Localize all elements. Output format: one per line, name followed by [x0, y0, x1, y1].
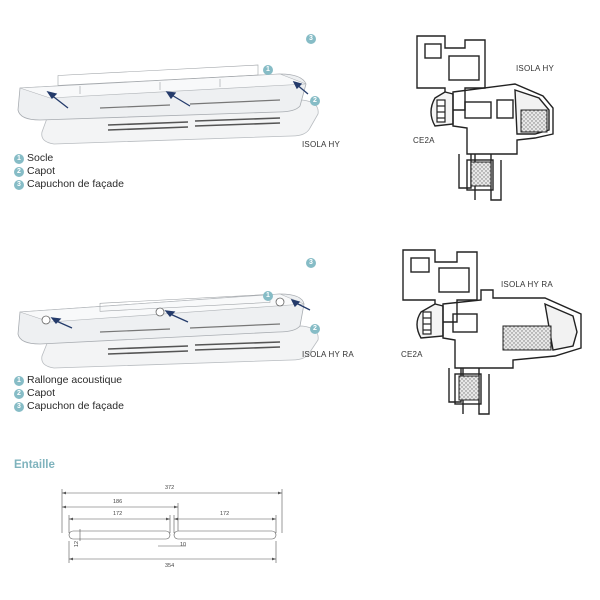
dim-gap: 10 — [180, 542, 187, 548]
callout-badge-1: 1 — [263, 65, 273, 75]
section-1-drawing — [405, 30, 585, 205]
callout-badge-2: 2 — [310, 324, 320, 334]
callout-badge-3: 3 — [306, 258, 316, 268]
section-2-part-label: CE2A — [401, 350, 423, 359]
legend-badge: 3 — [14, 401, 24, 412]
dim-slot-left: 172 — [113, 511, 123, 517]
section-1-profile — [416, 35, 554, 201]
entaille-drawing: 372 186 172 172 12 10 354 — [50, 483, 290, 573]
dim-slot-right: 172 — [220, 511, 230, 517]
legend-badge: 2 — [14, 388, 24, 399]
callout-badge-1: 1 — [263, 291, 273, 301]
section-1-model-label: ISOLA HY — [516, 64, 555, 73]
dim-total-top: 372 — [165, 485, 175, 491]
callout-badge-3: 3 — [306, 34, 316, 44]
legend-text: Rallonge acoustique — [27, 374, 123, 386]
product-1-drawing — [17, 64, 319, 145]
legend-text: Capot — [27, 165, 56, 177]
dim-height: 12 — [74, 540, 81, 548]
legend-badge: 1 — [14, 375, 24, 386]
section-1-part-label: CE2A — [413, 136, 435, 145]
dim-left-group: 186 — [113, 499, 123, 505]
entaille-dimension-drawing — [61, 489, 283, 563]
legend-text: Capuchon de façade — [27, 178, 124, 190]
legend-text: Capot — [27, 387, 56, 399]
legend-badge: 3 — [14, 179, 24, 190]
product-1-illustration: 1 2 3 — [10, 28, 330, 148]
product-2-drawing — [17, 293, 319, 369]
product-1-model-label: ISOLA HY — [302, 140, 341, 149]
entaille-title: Entaille — [14, 459, 55, 471]
legend-text: Socle — [27, 152, 54, 164]
legend-badge: 2 — [14, 166, 24, 177]
product-2-illustration: 1 2 3 — [10, 252, 330, 372]
product-2-model-label: ISOLA HY RA — [302, 350, 354, 359]
section-2-profile — [402, 249, 582, 415]
callout-badge-2: 2 — [310, 96, 320, 106]
legend-badge: 1 — [14, 153, 24, 164]
legend-text: Capuchon de façade — [27, 400, 124, 412]
section-2-drawing — [395, 244, 590, 419]
section-2-model-label: ISOLA HY RA — [501, 280, 553, 289]
dim-total-bottom: 354 — [165, 563, 175, 569]
